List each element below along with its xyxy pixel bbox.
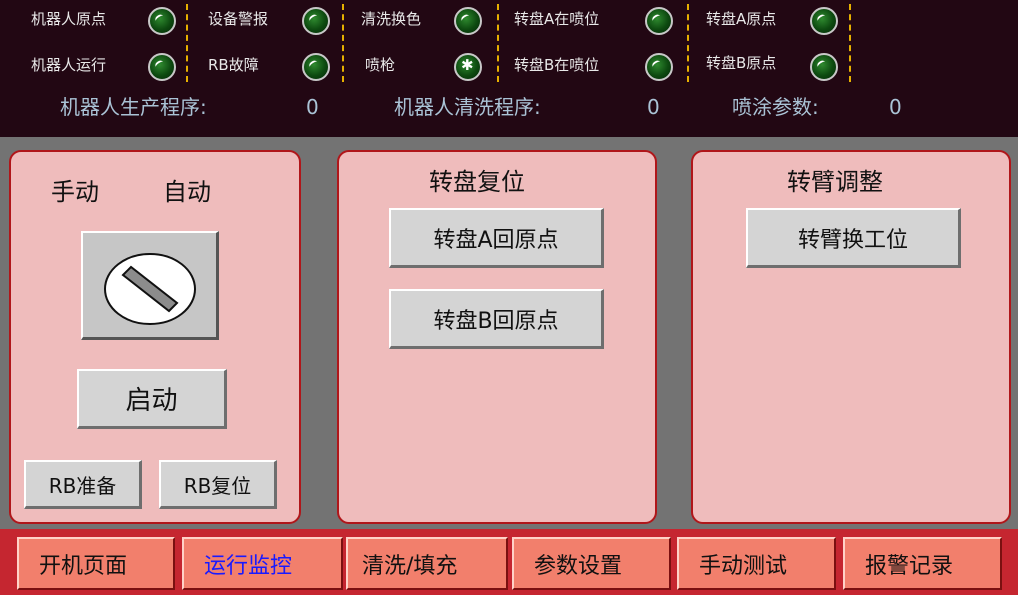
spray-params-label: 喷涂参数: (732, 95, 819, 119)
indicator-label-rb-fault: RB故障 (208, 56, 259, 74)
indicator-label-device-alarm: 设备警报 (208, 10, 269, 28)
green-lamp-icon (148, 7, 176, 35)
manual-mode-label: 手动 (51, 178, 99, 206)
arm-adjust-panel (691, 150, 1011, 524)
auto-mode-label: 自动 (163, 178, 211, 206)
bottom-nav: 开机页面 运行监控 清洗/填充 参数设置 手动测试 报警记录 (0, 529, 1018, 595)
indicator-label-clean-color-change: 清洗换色 (361, 10, 422, 28)
column-separator (497, 4, 499, 82)
column-separator (849, 4, 851, 82)
turntable-a-home-button[interactable]: 转盘A回原点 (389, 208, 604, 268)
robot-clean-program-label: 机器人清洗程序: (394, 95, 541, 119)
green-lamp-star-icon (454, 53, 482, 81)
robot-production-program-value: 0 (306, 95, 319, 119)
robot-production-program-label: 机器人生产程序: (60, 95, 207, 119)
tab-run-monitor[interactable]: 运行监控 (182, 537, 343, 590)
start-button[interactable]: 启动 (77, 369, 227, 429)
green-lamp-icon (302, 53, 330, 81)
green-lamp-icon (302, 7, 330, 35)
green-lamp-icon (810, 53, 838, 81)
indicator-label-turntable-a-home: 转盘A原点 (706, 10, 777, 28)
tab-startup-page[interactable]: 开机页面 (17, 537, 175, 590)
green-lamp-icon (645, 7, 673, 35)
green-lamp-icon (645, 53, 673, 81)
spray-params-value: 0 (889, 95, 902, 119)
indicator-label-turntable-a-spray: 转盘A在喷位 (514, 10, 600, 28)
turntable-reset-title: 转盘复位 (429, 168, 525, 196)
green-lamp-icon (454, 7, 482, 35)
rb-ready-button[interactable]: RB准备 (24, 460, 142, 509)
indicator-label-robot-running: 机器人运行 (31, 56, 107, 74)
tab-manual-test[interactable]: 手动测试 (677, 537, 836, 590)
tab-clean-fill[interactable]: 清洗/填充 (346, 537, 508, 590)
arm-switch-station-button[interactable]: 转臂换工位 (746, 208, 961, 268)
green-lamp-icon (148, 53, 176, 81)
rb-reset-button[interactable]: RB复位 (159, 460, 277, 509)
turntable-b-home-button[interactable]: 转盘B回原点 (389, 289, 604, 349)
indicator-label-spray-gun: 喷枪 (365, 56, 396, 74)
arm-adjust-title: 转臂调整 (787, 168, 883, 196)
selector-knob-icon (104, 253, 196, 325)
column-separator (186, 4, 188, 82)
green-lamp-icon (810, 7, 838, 35)
status-header: 机器人原点 设备警报 清洗换色 转盘A在喷位 转盘A原点 机器人运行 RB故障 … (0, 0, 1018, 137)
column-separator (342, 4, 344, 82)
mode-selector-switch[interactable] (81, 231, 219, 340)
indicator-label-turntable-b-home: 转盘B原点 (706, 54, 777, 72)
column-separator (687, 4, 689, 82)
indicator-label-robot-home: 机器人原点 (31, 10, 107, 28)
tab-alarm-log[interactable]: 报警记录 (843, 537, 1002, 590)
indicator-label-turntable-b-spray: 转盘B在喷位 (514, 56, 600, 74)
robot-clean-program-value: 0 (647, 95, 660, 119)
tab-parameter-settings[interactable]: 参数设置 (512, 537, 671, 590)
